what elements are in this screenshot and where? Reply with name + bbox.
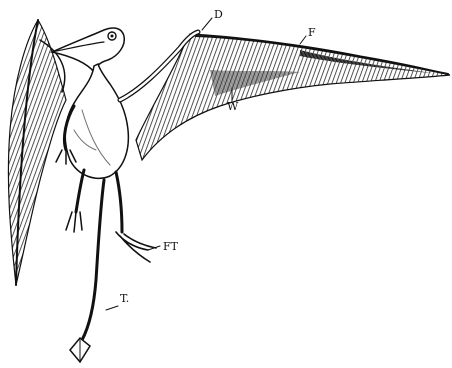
label-f: F xyxy=(308,26,316,39)
legs xyxy=(66,170,156,262)
label-ft: FT xyxy=(163,240,179,253)
label-w: W xyxy=(227,100,239,113)
label-d: D xyxy=(214,8,223,21)
left-wing xyxy=(8,20,66,285)
right-wing xyxy=(136,34,450,160)
label-t: T. xyxy=(120,292,129,305)
tail xyxy=(70,180,104,362)
